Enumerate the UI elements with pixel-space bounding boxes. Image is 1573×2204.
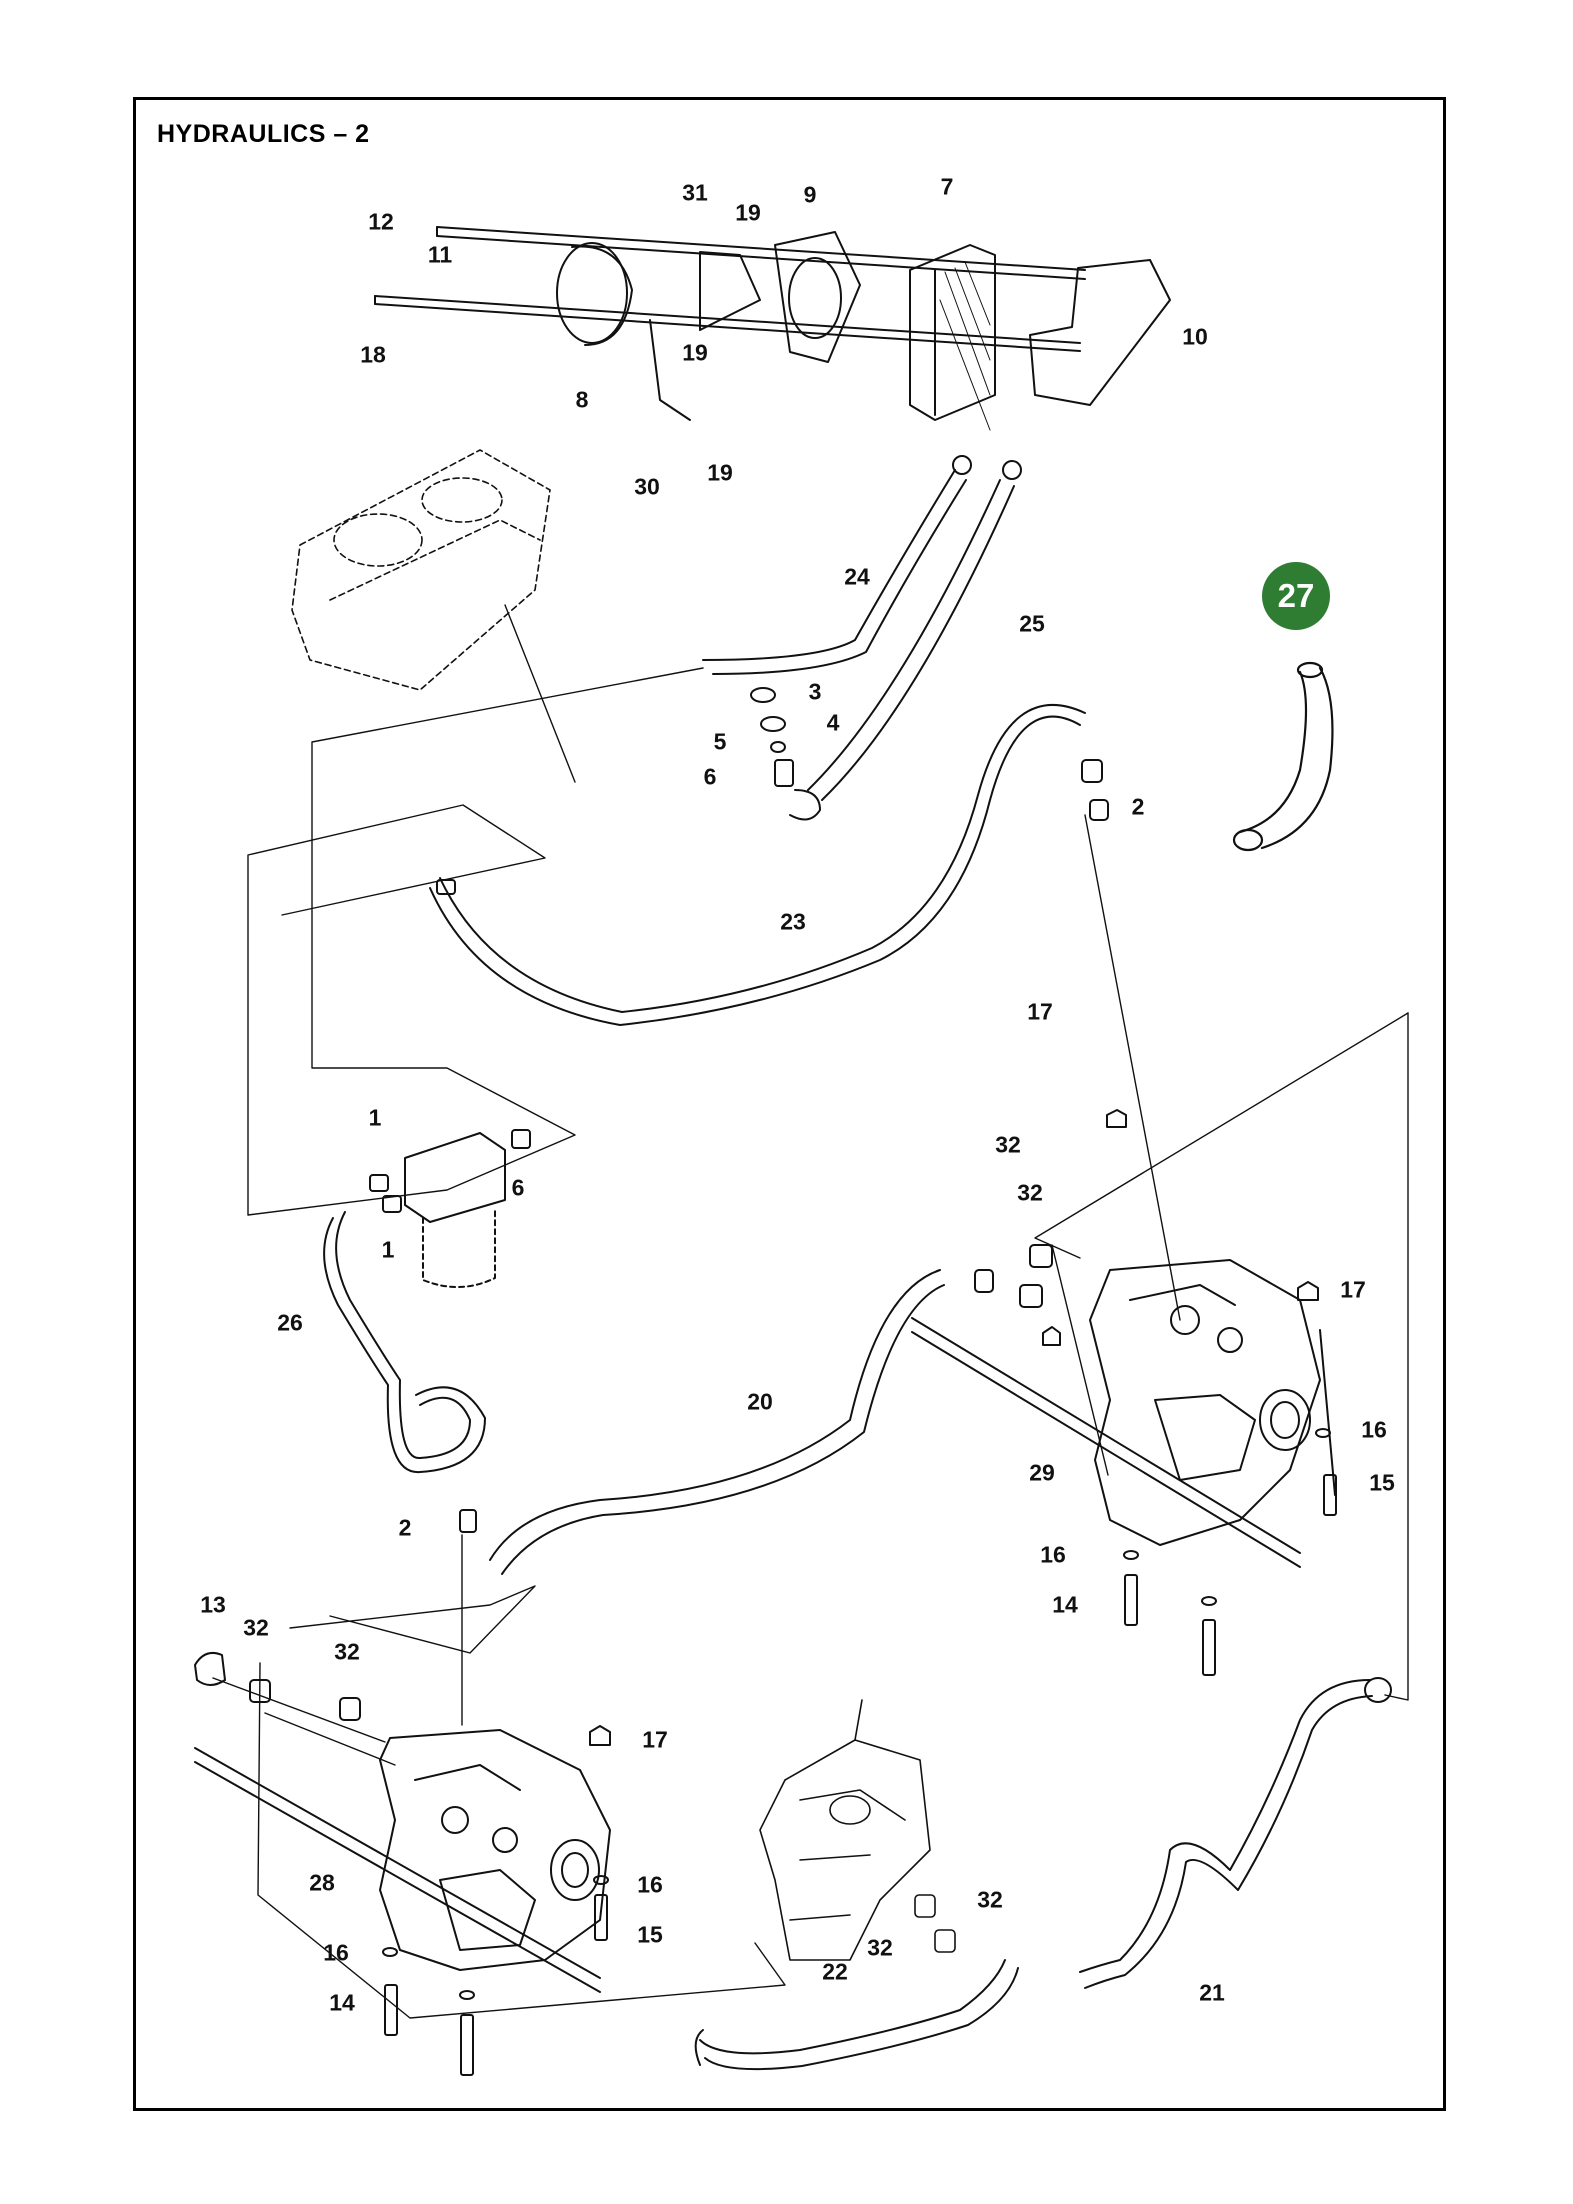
callout-26: 26 xyxy=(277,1309,303,1336)
callout-23: 23 xyxy=(780,908,806,935)
callout-16: 16 xyxy=(1040,1541,1066,1568)
callout-16: 16 xyxy=(1361,1416,1387,1443)
callout-18: 18 xyxy=(360,341,386,368)
callout-32: 32 xyxy=(243,1614,269,1641)
part-27-hose xyxy=(1232,661,1334,852)
callout-30: 30 xyxy=(634,473,660,500)
callout-24: 24 xyxy=(844,563,870,590)
callout-5: 5 xyxy=(713,728,727,755)
hose-22 xyxy=(694,1959,1019,2071)
diagram-title: HYDRAULICS – 2 xyxy=(157,120,370,148)
leader-lines xyxy=(212,604,1409,2019)
callout-2: 2 xyxy=(1131,793,1145,820)
callout-6: 6 xyxy=(511,1174,525,1201)
callout-10: 10 xyxy=(1182,323,1208,350)
callout-28: 28 xyxy=(309,1869,335,1896)
callout-17: 17 xyxy=(642,1726,668,1753)
callout-17: 17 xyxy=(1340,1276,1366,1303)
hose-23 xyxy=(429,703,1109,1026)
callout-19: 19 xyxy=(707,459,733,486)
callout-12: 12 xyxy=(368,208,394,235)
transaxle-right xyxy=(911,1109,1337,1676)
callout-21: 21 xyxy=(1199,1979,1225,2006)
callout-20: 20 xyxy=(747,1388,773,1415)
callout-6: 6 xyxy=(703,763,717,790)
callout-16: 16 xyxy=(323,1939,349,1966)
callout-19: 19 xyxy=(682,339,708,366)
callout-17: 17 xyxy=(1027,998,1053,1025)
filter-block xyxy=(369,1129,531,1289)
pump-center xyxy=(759,1699,956,1961)
callout-15: 15 xyxy=(637,1921,663,1948)
callout-14: 14 xyxy=(1052,1591,1078,1618)
hoses-upper xyxy=(702,455,1022,801)
fittings-3-6 xyxy=(750,687,821,821)
reservoir-tank-outline xyxy=(291,449,551,691)
part-27-badge: 27 xyxy=(1262,562,1330,630)
callout-13: 13 xyxy=(200,1591,226,1618)
callout-14: 14 xyxy=(329,1989,355,2016)
hose-26 xyxy=(323,1211,486,1474)
callout-16: 16 xyxy=(637,1871,663,1898)
callout-8: 8 xyxy=(575,386,589,413)
callout-29: 29 xyxy=(1029,1459,1055,1486)
callout-32: 32 xyxy=(334,1638,360,1665)
hose-20 xyxy=(459,1269,994,1575)
callout-32: 32 xyxy=(1017,1179,1043,1206)
callout-32: 32 xyxy=(867,1934,893,1961)
callout-1: 1 xyxy=(381,1236,395,1263)
callout-2: 2 xyxy=(398,1514,412,1541)
callout-11: 11 xyxy=(427,241,453,268)
callout-7: 7 xyxy=(940,173,954,200)
callout-1: 1 xyxy=(368,1104,382,1131)
callout-15: 15 xyxy=(1369,1469,1395,1496)
callout-19: 19 xyxy=(735,199,761,226)
callout-31: 31 xyxy=(682,179,708,206)
callout-32: 32 xyxy=(995,1131,1021,1158)
oil-cooler-assembly xyxy=(374,226,1171,431)
callout-4: 4 xyxy=(826,709,840,736)
callout-22: 22 xyxy=(822,1958,848,1985)
diagram-frame xyxy=(133,97,1446,2111)
transaxle-left xyxy=(194,1652,611,2076)
callout-32: 32 xyxy=(977,1886,1003,1913)
callout-3: 3 xyxy=(808,678,822,705)
callout-9: 9 xyxy=(803,181,817,208)
callout-25: 25 xyxy=(1019,610,1045,637)
hose-21 xyxy=(1079,1677,1392,1989)
